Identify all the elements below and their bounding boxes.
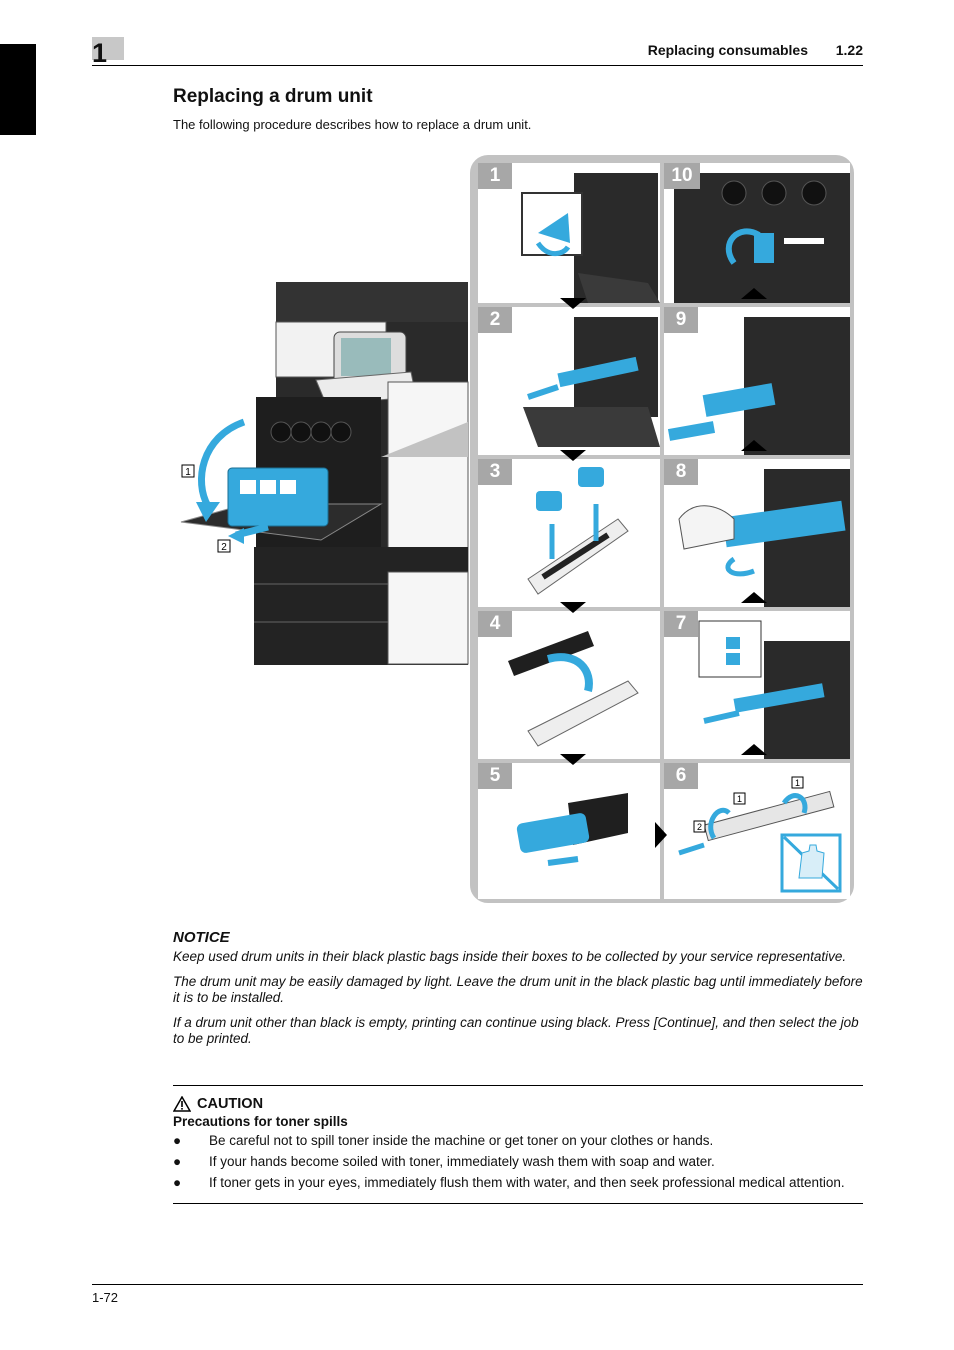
warning-triangle-icon — [173, 1096, 191, 1112]
step-label-1: 1 — [478, 163, 512, 189]
step-label-10: 10 — [664, 163, 700, 189]
list-item: ● Be careful not to spill toner inside th… — [173, 1132, 863, 1150]
caution-header: CAUTION — [173, 1096, 863, 1112]
step-cell-7: 7 — [664, 611, 850, 759]
caution-bullet-2: If your hands become soiled with toner, … — [209, 1154, 715, 1169]
step-label-2: 2 — [478, 307, 512, 333]
chapter-side-tab — [0, 44, 36, 135]
page-number: 1-72 — [92, 1290, 119, 1305]
caution-bullet-3: If toner gets in your eyes, immediately … — [209, 1175, 845, 1190]
intro-text: The following procedure describes how to… — [173, 117, 532, 132]
callout-6-1b: 1 — [737, 794, 742, 804]
arrow-up-6-7 — [741, 744, 767, 755]
footer-rule — [92, 1284, 863, 1285]
step-cell-2: 2 — [478, 307, 660, 455]
running-header-section: 1.22 — [835, 42, 863, 58]
caution-bullet-1: Be careful not to spill toner inside the… — [209, 1133, 714, 1148]
step-8-illustration — [678, 469, 850, 607]
caution-block: CAUTION Precautions for toner spills ● Be… — [173, 1085, 863, 1204]
running-header-title: Replacing consumables — [647, 42, 808, 58]
step-label-5: 5 — [478, 763, 512, 789]
arrow-down-1-2 — [560, 298, 586, 309]
list-item: ● If toner gets in your eyes, immediately… — [173, 1174, 863, 1192]
arrow-down-2-3 — [560, 450, 586, 461]
arrow-up-9-10 — [741, 288, 767, 299]
step-label-9: 9 — [664, 307, 698, 333]
step-1-illustration — [521, 173, 660, 303]
step-cell-4: 4 — [478, 611, 660, 759]
bullet-icon: ● — [173, 1133, 182, 1148]
caution-title: CAUTION — [197, 1096, 264, 1112]
step-cell-8: 8 — [664, 459, 850, 607]
list-item: ● If your hands become soiled with toner,… — [173, 1153, 863, 1171]
arrow-down-4-5 — [560, 754, 586, 765]
step-10-illustration — [674, 173, 850, 303]
step-cell-3: 3 — [478, 459, 660, 607]
step-label-4: 4 — [478, 611, 512, 637]
arrow-right-5-6 — [655, 822, 667, 848]
step-cell-10: 10 — [664, 163, 850, 303]
machine-illustration: 1 2 — [180, 282, 469, 665]
step-4-illustration — [508, 631, 639, 747]
step-6-illustration: 1 1 2 — [678, 776, 842, 893]
step-7-illustration — [698, 620, 850, 759]
notice-paragraph-1: Keep used drum units in their black plas… — [173, 949, 847, 964]
step-cell-9: 9 — [664, 307, 850, 455]
notice-title: NOTICE — [173, 929, 230, 946]
callout-6-2: 2 — [697, 822, 702, 832]
notice-paragraph-3: If a drum unit other than black is empty… — [173, 1015, 859, 1046]
procedure-figure: 1 2 1 10 2 9 3 8 4 — [176, 152, 858, 907]
caution-subtitle: Precautions for toner spills — [173, 1114, 348, 1129]
header-rule — [92, 65, 863, 66]
caution-list: ● Be careful not to spill toner inside th… — [173, 1132, 863, 1192]
step-label-3: 3 — [478, 459, 512, 485]
callout-2: 2 — [221, 542, 227, 553]
callout-1: 1 — [185, 467, 191, 478]
steps-panel: 1 10 2 9 3 8 4 7 — [470, 155, 854, 903]
step-label-6: 6 — [664, 763, 698, 789]
arrow-up-7-8 — [741, 592, 767, 603]
chapter-number: 1 — [92, 38, 108, 68]
step-cell-5: 5 — [478, 763, 660, 899]
step-2-illustration — [523, 317, 660, 447]
step-label-8: 8 — [664, 459, 698, 485]
arrow-down-3-4 — [560, 602, 586, 613]
notice-paragraph-2: The drum unit may be easily damaged by l… — [173, 974, 863, 1005]
arrow-up-8-9 — [741, 440, 767, 451]
step-label-7: 7 — [664, 611, 698, 637]
step-3-illustration — [527, 467, 629, 595]
bullet-icon: ● — [173, 1154, 182, 1169]
notice-block: NOTICE Keep used drum units in their bla… — [173, 930, 863, 1056]
section-heading: Replacing a drum unit — [173, 86, 373, 107]
callout-6-1: 1 — [795, 778, 800, 788]
chapter-number-box — [92, 37, 124, 60]
step-5-illustration — [516, 793, 628, 866]
step-cell-6: 6 1 1 2 — [664, 763, 850, 899]
bullet-icon: ● — [173, 1175, 182, 1190]
step-cell-1: 1 — [478, 163, 660, 303]
step-9-illustration — [667, 317, 850, 455]
